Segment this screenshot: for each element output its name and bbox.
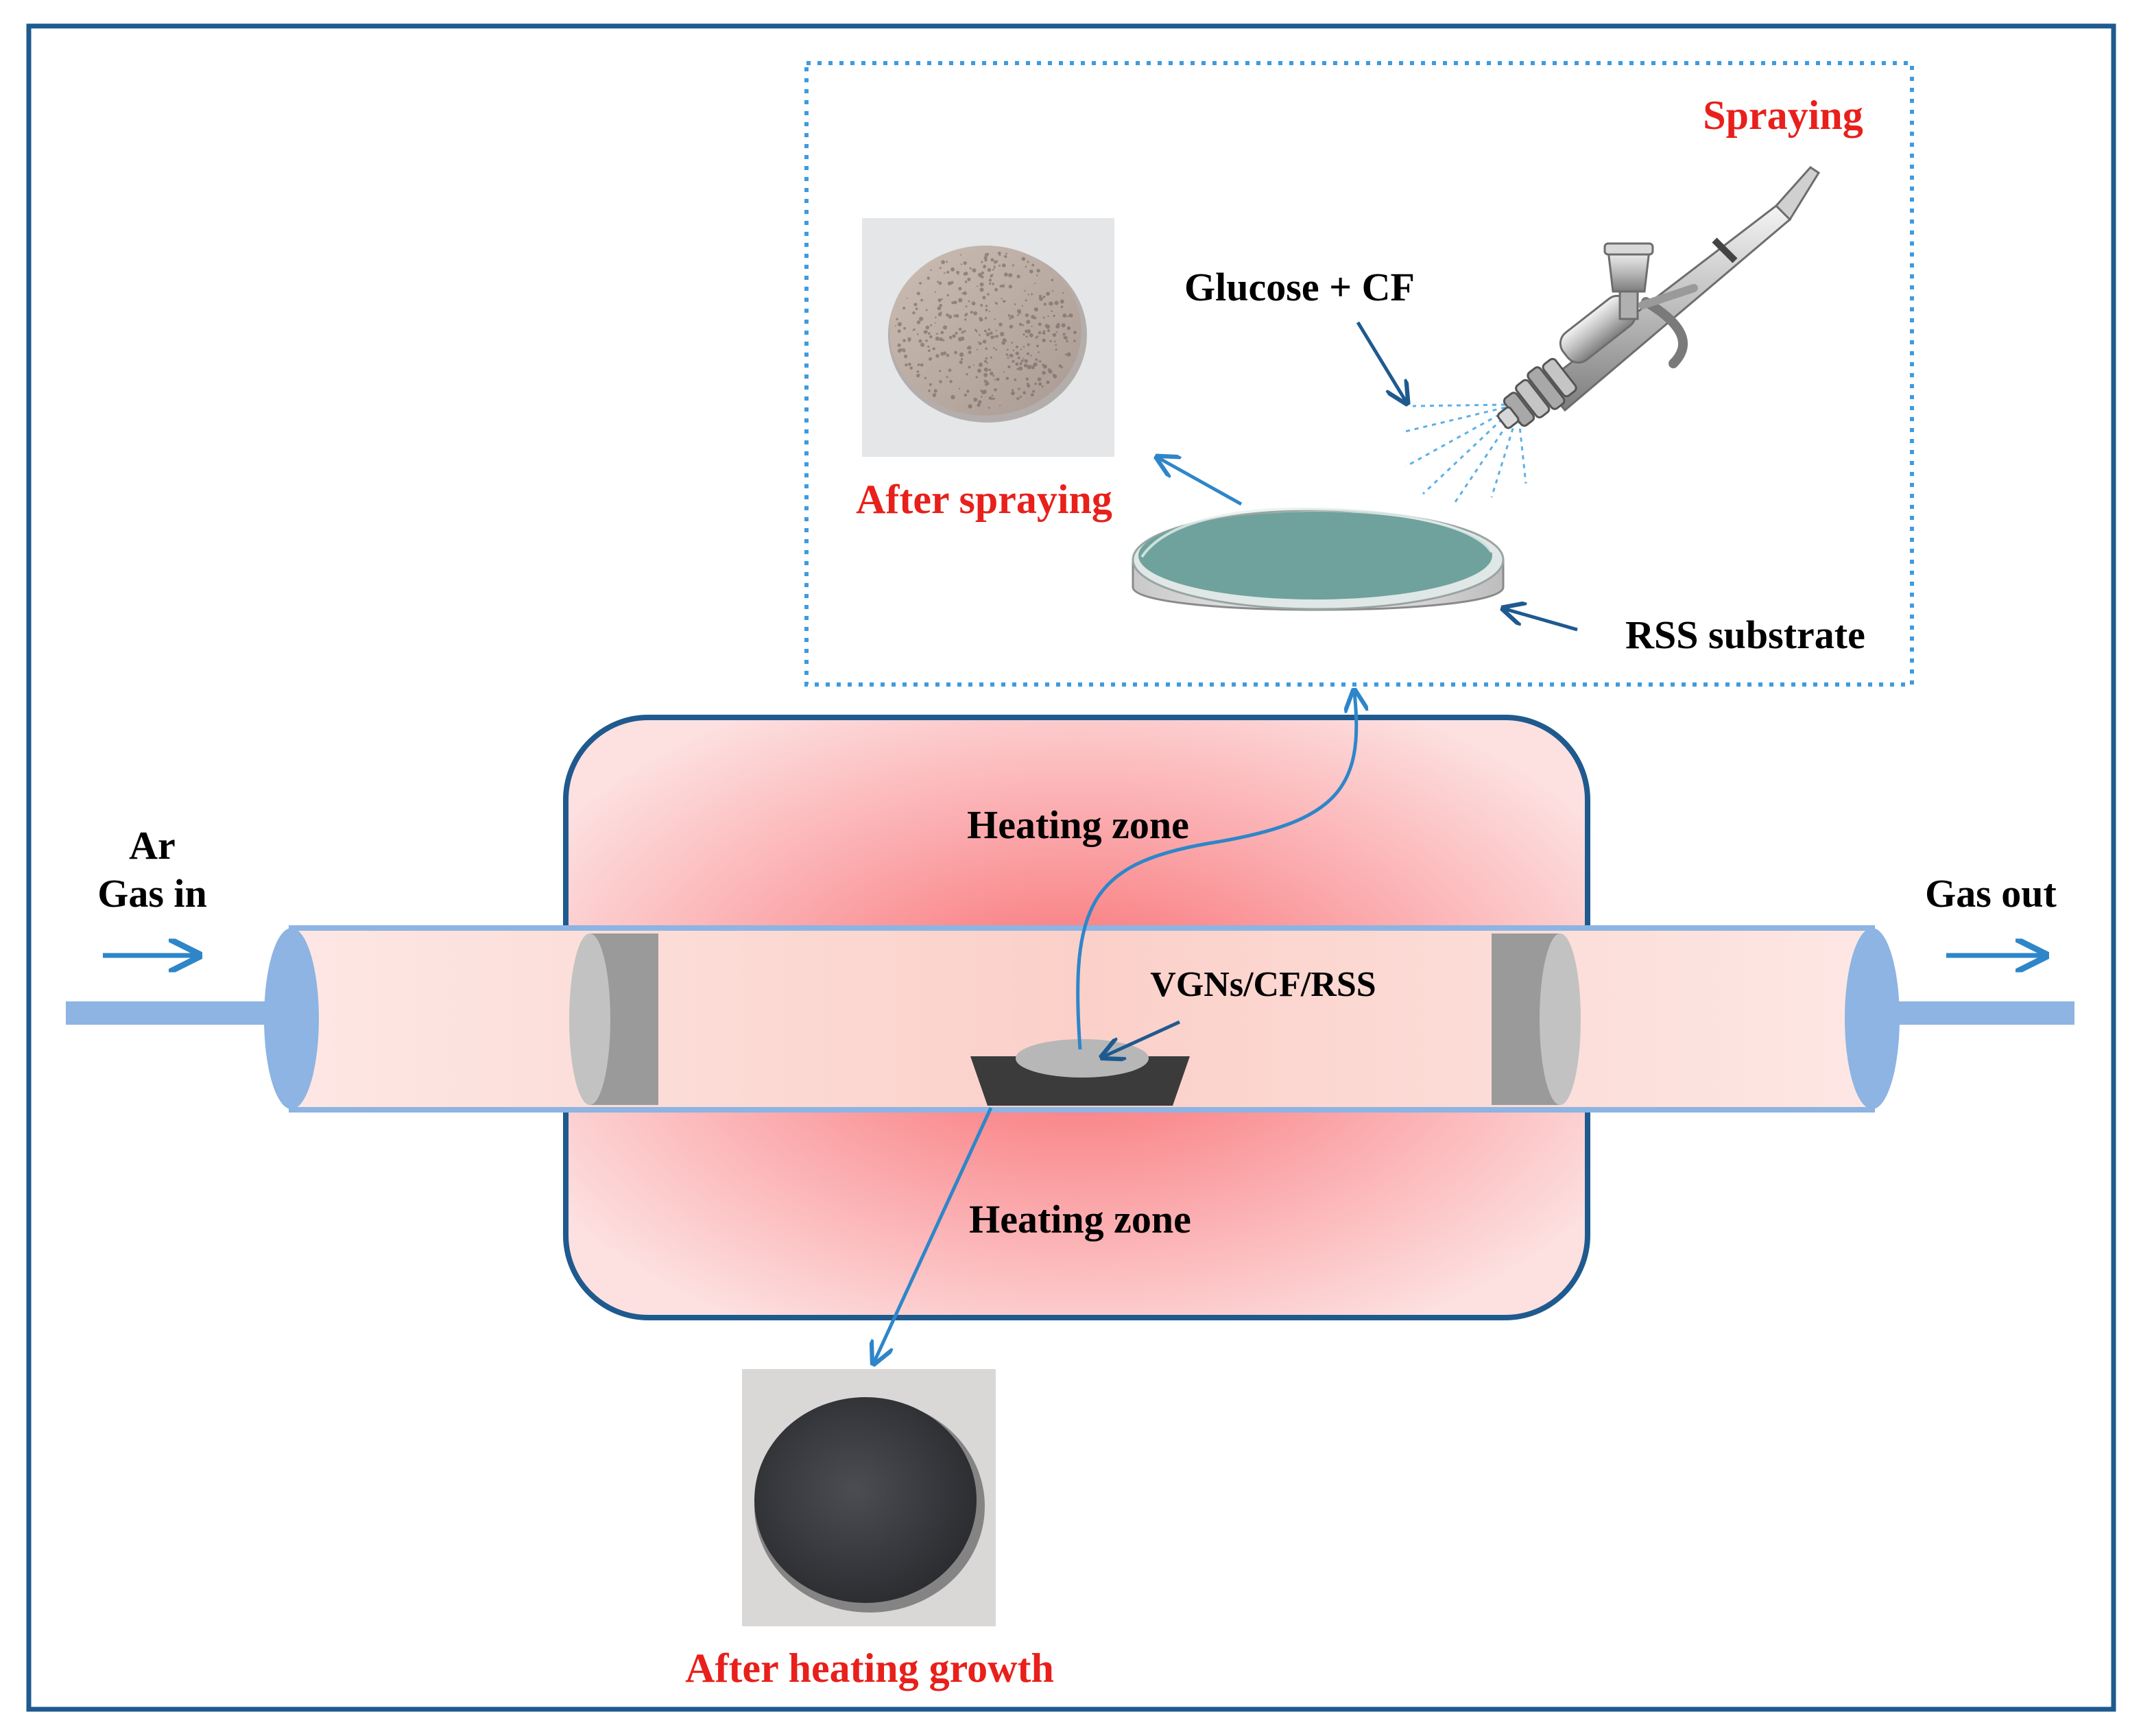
rss-substrate-arrow [1505,609,1578,632]
after-heating-label: After heating growth [685,1645,1054,1691]
quartz-tube [264,925,1900,1113]
outlet-pipe [1879,1001,2074,1025]
heating-zone-bottom-label: Heating zone [969,1197,1191,1241]
glucose-cf-label: Glucose + CF [1184,265,1415,309]
spray-mist [1402,403,1527,505]
gas-in-label: Gas in [97,871,207,916]
after-spraying-photo [862,218,1114,457]
ar-label: Ar [129,823,176,868]
boat-to-photo-connector [874,1106,993,1362]
spraying-label: Spraying [1703,93,1863,138]
airbrush-spray-gun-icon [1497,166,1821,429]
gas-out-label: Gas out [1925,871,2057,916]
spraying-box [804,61,1914,687]
outer-frame [26,23,2116,1712]
rss-substrate-label: RSS substrate [1625,613,1865,657]
heating-zone-top-label: Heating zone [967,802,1189,847]
after-spraying-label: After spraying [856,477,1112,522]
inlet-pipe [66,1001,289,1025]
after-spraying-arrow [1159,458,1243,506]
sample-to-spraying-connector [1076,693,1356,1050]
glucose-cf-arrow [1356,321,1406,401]
sample-label: VGNs/CF/RSS [1150,965,1376,1004]
after-heating-photo [742,1369,996,1626]
substrate-icon [1132,507,1505,611]
sample-label-arrow [1104,1020,1181,1056]
